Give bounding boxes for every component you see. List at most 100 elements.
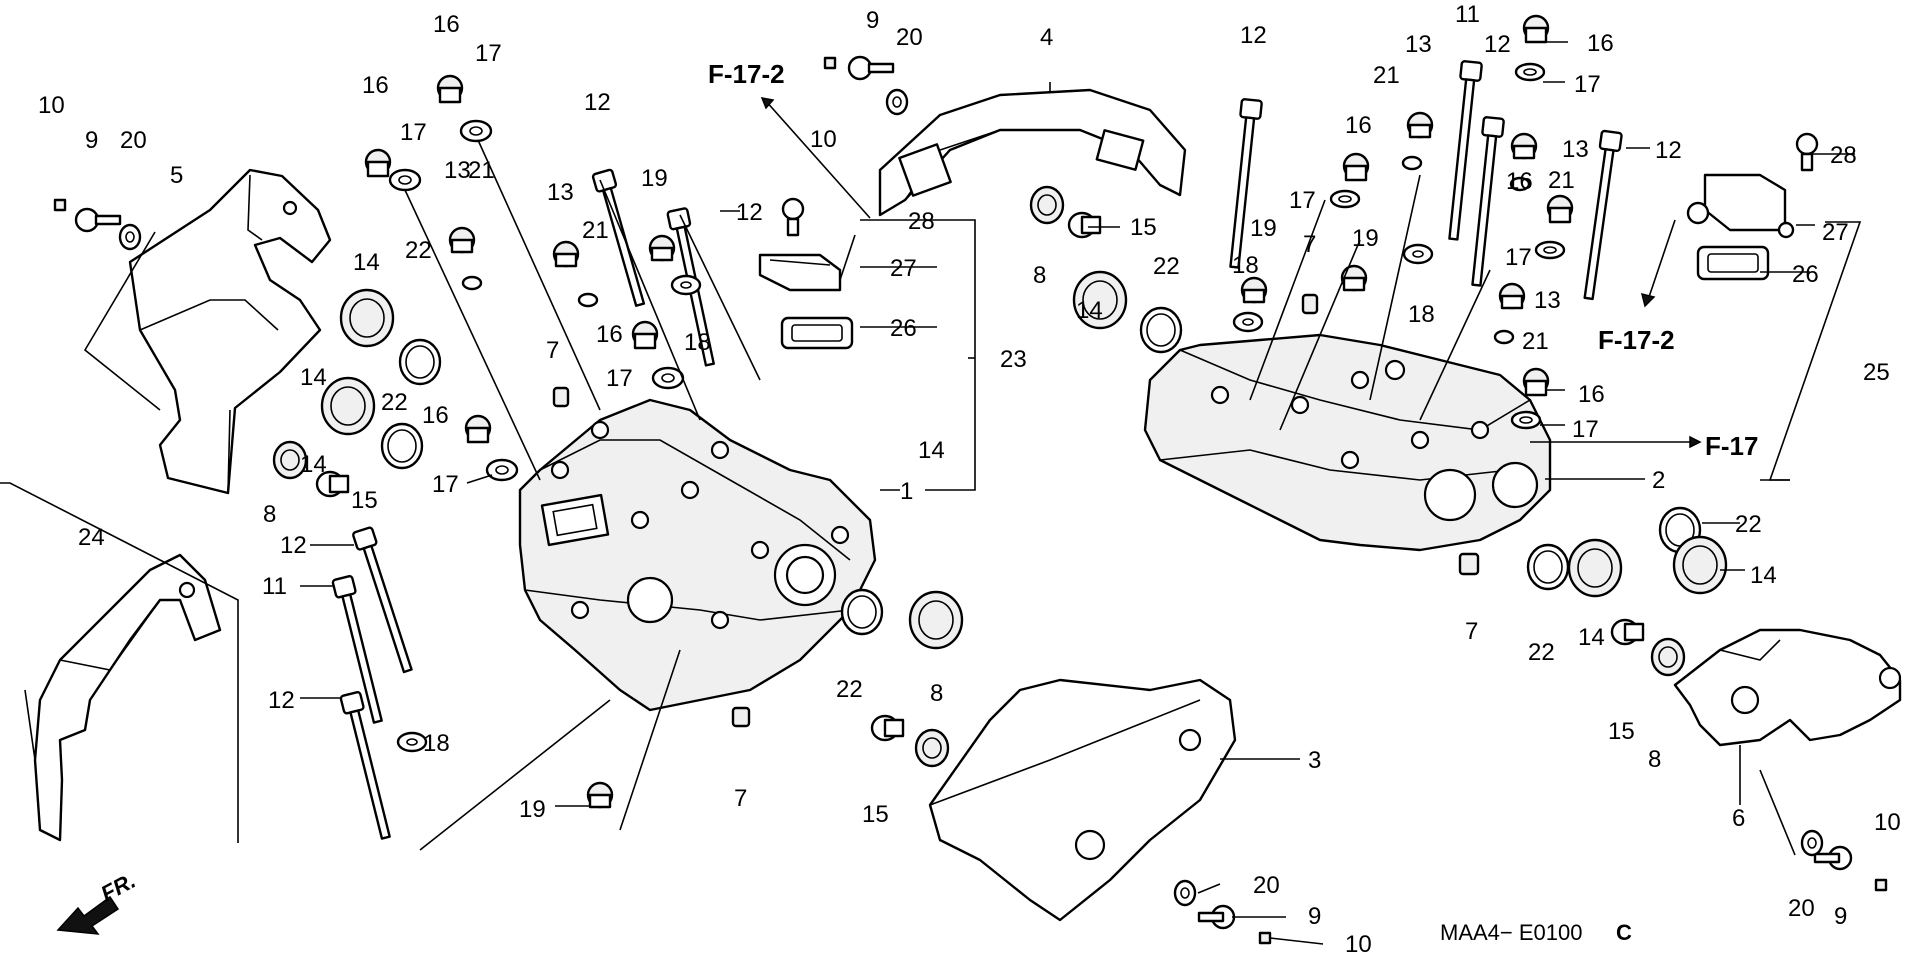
callout-label: 8 (263, 501, 276, 528)
callout-labels: 1 2 3 4 5 6 7 7 7 7 8 8 8 8 9 9 9 9 10 1… (38, 1, 1901, 958)
callout-label: 28 (908, 208, 935, 235)
callout-label: 8 (1033, 262, 1046, 289)
part-24-under-cover (24, 553, 222, 842)
callout-label: 22 (1153, 253, 1180, 280)
callout-label: 16 (1578, 381, 1605, 408)
callout-label: 12 (1484, 31, 1511, 58)
callout-label: 22 (836, 676, 863, 703)
callout-label: 16 (1506, 168, 1533, 195)
callout-label: 20 (120, 127, 147, 154)
callout-label: 13 (444, 157, 471, 184)
front-direction-arrow: FR. (56, 868, 140, 935)
callout-label: 26 (1792, 261, 1819, 288)
callout-label: 10 (38, 92, 65, 119)
callout-label: 13 (1534, 287, 1561, 314)
callout-label: 17 (1574, 71, 1601, 98)
callout-label: 6 (1732, 805, 1745, 832)
callout-label: 2 (1652, 467, 1665, 494)
callout-label: 12 (280, 532, 307, 559)
callout-label: 22 (1528, 639, 1555, 666)
part-27-left (758, 234, 856, 292)
callout-label: 18 (1232, 252, 1259, 279)
callout-label: 15 (862, 801, 889, 828)
callout-label: 21 (1373, 62, 1400, 89)
callout-label: 18 (423, 730, 450, 757)
callout-label: 17 (400, 119, 427, 146)
callout-label: 16 (1345, 112, 1372, 139)
callout-label: 14 (1750, 562, 1777, 589)
callout-label: 22 (381, 389, 408, 416)
callout-label: 24 (78, 524, 105, 551)
callout-label: 15 (1130, 214, 1157, 241)
callout-label: 17 (432, 471, 459, 498)
callout-label: 17 (1505, 244, 1532, 271)
callout-label: 17 (1289, 187, 1316, 214)
callout-label: 9 (85, 127, 98, 154)
callout-label: 4 (1040, 24, 1053, 51)
callout-label: 26 (890, 315, 917, 342)
callout-label: 17 (1572, 416, 1599, 443)
diagram-code: MAA4− E0100 (1440, 920, 1582, 945)
callout-label: 16 (596, 321, 623, 348)
callout-label: 9 (1834, 903, 1847, 930)
callout-label: 5 (170, 162, 183, 189)
callout-label: 21 (468, 157, 495, 184)
callout-label: 13 (547, 179, 574, 206)
part-27-right (1686, 173, 1795, 239)
callout-label: 13 (1562, 136, 1589, 163)
callout-label: 19 (641, 165, 668, 192)
callout-label: 10 (810, 126, 837, 153)
ref-f17-2-right: F-17-2 (1598, 325, 1675, 355)
diagram-code-suffix: C (1616, 920, 1632, 945)
callout-label: 8 (930, 680, 943, 707)
callout-label: 11 (1455, 1, 1480, 28)
callout-label: 12 (268, 687, 295, 714)
callout-label: 15 (351, 487, 378, 514)
callout-label: 16 (362, 72, 389, 99)
callout-label: 13 (1405, 31, 1432, 58)
callout-label: 19 (1250, 215, 1277, 242)
callout-label: 12 (584, 89, 611, 116)
callout-label: 21 (1548, 167, 1575, 194)
callout-label: 21 (582, 217, 609, 244)
callout-label: 21 (1522, 328, 1549, 355)
callout-label: 23 (1000, 346, 1027, 373)
callout-label: 11 (262, 573, 287, 600)
callout-label: 14 (918, 437, 945, 464)
callout-label: 22 (1735, 511, 1762, 538)
callout-label: 14 (300, 451, 327, 478)
callout-label: 10 (1874, 809, 1901, 836)
callout-label: 17 (475, 40, 502, 67)
callout-label: 27 (890, 255, 917, 282)
callout-label: 8 (1648, 746, 1661, 773)
callout-label: 20 (1253, 872, 1280, 899)
callout-label: 27 (1822, 219, 1849, 246)
callout-label: 3 (1308, 747, 1321, 774)
callout-label: 7 (546, 337, 559, 364)
callout-label: 22 (405, 237, 432, 264)
part-28-right (1795, 132, 1819, 172)
part-28-left (781, 197, 805, 237)
callout-label: 12 (736, 199, 763, 226)
callout-label: 16 (1587, 30, 1614, 57)
callout-label: 20 (896, 24, 923, 51)
part-6-right-cover (1673, 628, 1902, 747)
part-26-left (780, 316, 854, 350)
callout-label: 19 (519, 796, 546, 823)
part-2-head-cover-right (1143, 333, 1552, 552)
callout-label: 12 (1240, 22, 1267, 49)
callout-label: 14 (1076, 297, 1103, 324)
callout-label: 9 (866, 7, 879, 34)
callout-label: 12 (1655, 137, 1682, 164)
callout-label: 1 (900, 478, 913, 505)
bolts (331, 60, 1623, 840)
callout-label: 18 (684, 329, 711, 356)
callout-label: 14 (353, 249, 380, 276)
callout-label: 16 (422, 402, 449, 429)
callout-label: 20 (1788, 895, 1815, 922)
callout-label: 9 (1308, 903, 1321, 930)
callout-label: 19 (1352, 225, 1379, 252)
callout-label: 28 (1830, 142, 1857, 169)
callout-label: 15 (1608, 718, 1635, 745)
